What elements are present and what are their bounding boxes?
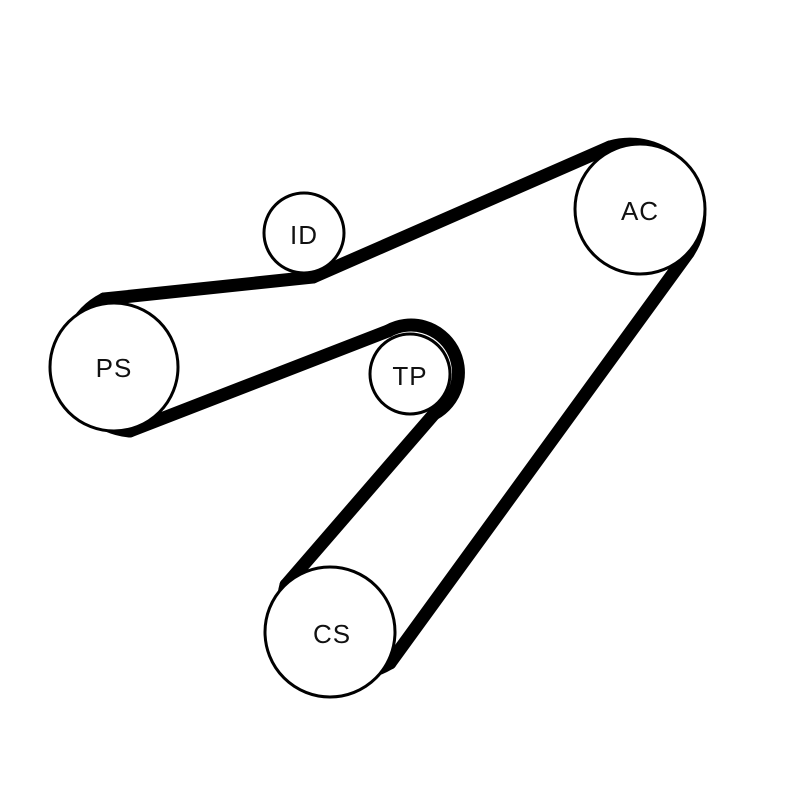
pulley-id-label: ID — [290, 220, 318, 250]
pulley-ps: PS — [48, 301, 180, 433]
pulley-id: ID — [262, 191, 346, 275]
belt-segment-tp-ps — [123, 324, 395, 438]
pulley-cs: CS — [263, 565, 397, 699]
belt-wrap-tp — [381, 318, 465, 421]
pulley-cs-label: CS — [313, 619, 351, 649]
belt-segment-id-ac — [306, 140, 617, 284]
pulley-ac-label: AC — [621, 196, 659, 226]
belt-segment-cs-tp — [279, 407, 441, 592]
pulley-tp: TP — [368, 332, 452, 416]
belt-segment-ac-cs — [383, 246, 695, 670]
pulley-ps-label: PS — [96, 353, 133, 383]
pulley-ac: AC — [573, 142, 707, 276]
belt-segment-ps-id — [97, 270, 320, 306]
pulley-tp-label: TP — [392, 361, 427, 391]
